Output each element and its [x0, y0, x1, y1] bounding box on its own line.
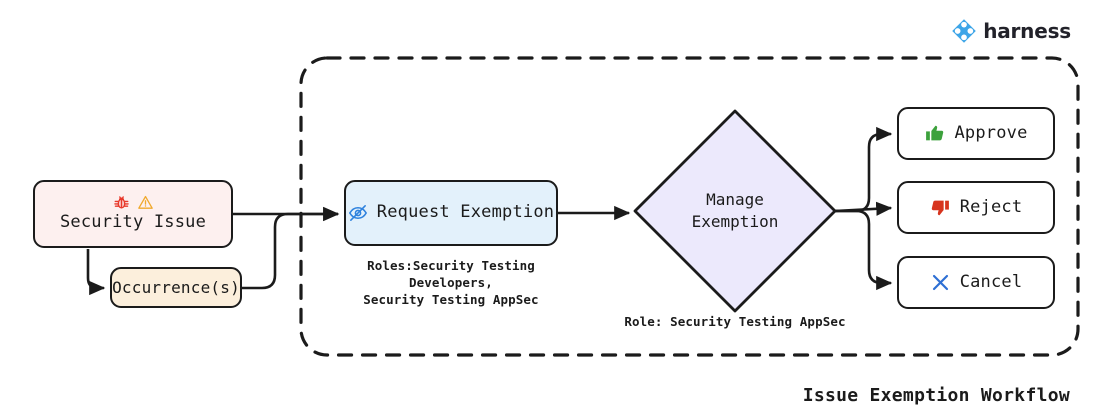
eye-off-icon: [348, 205, 367, 221]
node-security-issue[interactable]: Security Issue: [33, 180, 233, 248]
harness-brand: harness: [951, 18, 1071, 44]
reject-label: Reject: [959, 196, 1023, 217]
harness-brand-text: harness: [983, 19, 1071, 43]
edge-occurrences-to-request-exemption: [242, 206, 340, 290]
security-issue-icon-row: [113, 194, 154, 211]
approve-row: Approve: [924, 123, 1027, 144]
request-exemption-roles-caption: Roles:Security Testing Developers, Secur…: [363, 258, 539, 307]
thumbs-up-icon: [926, 125, 944, 141]
workflow-title: Issue Exemption Workflow: [802, 385, 1070, 406]
node-occurrences[interactable]: Occurrence(s): [110, 267, 242, 308]
exemption-workflow-boundary: [299, 56, 1080, 357]
harness-diamond-logo-icon: [952, 19, 976, 43]
node-cancel[interactable]: Cancel: [897, 256, 1055, 309]
warning-triangle-icon: [137, 196, 153, 210]
request-exemption-row: Request Exemption: [348, 202, 554, 223]
node-manage-exemption[interactable]: Manage Exemption: [635, 111, 835, 311]
close-x-icon: [932, 274, 948, 291]
edge-manage-exemption-to-cancel: [835, 209, 893, 291]
edge-security-issue-to-occurrences: [86, 249, 106, 296]
edge-manage-exemption-to-approve: [835, 126, 893, 213]
manage-exemption-label-line2: Exemption: [691, 212, 779, 231]
bug-icon: [113, 196, 129, 209]
approve-label: Approve: [954, 122, 1028, 143]
node-approve[interactable]: Approve: [897, 107, 1055, 160]
manage-exemption-diamond-shape: [633, 109, 837, 313]
node-reject[interactable]: Reject: [897, 181, 1055, 234]
manage-exemption-label-line1: Manage: [706, 190, 764, 210]
reject-row: Reject: [930, 197, 1023, 218]
manage-exemption-text: Manage Exemption: [635, 111, 835, 311]
cancel-row: Cancel: [930, 272, 1023, 293]
thumbs-down-icon: [931, 200, 949, 216]
request-exemption-label: Request Exemption: [376, 202, 555, 223]
security-issue-label: Security Issue: [59, 212, 207, 233]
occurrences-label: Occurrence(s): [112, 277, 240, 297]
node-request-exemption[interactable]: Request Exemption: [344, 180, 558, 246]
cancel-label: Cancel: [959, 271, 1023, 292]
manage-exemption-role-caption: Role: Security Testing AppSec: [624, 314, 846, 329]
